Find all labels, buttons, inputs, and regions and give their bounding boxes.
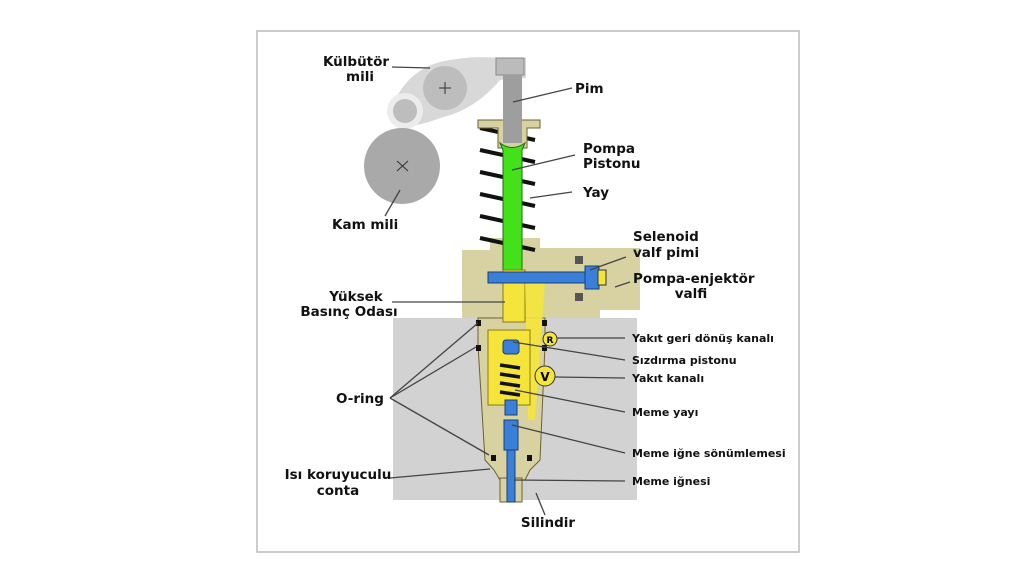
solenoid-valve	[487, 256, 607, 301]
label-pump-piston-2: Pistonu	[583, 156, 641, 172]
label-pump-injector-valve-1: Pompa-enjektör	[633, 271, 755, 287]
leak-piston	[502, 339, 520, 355]
pin	[503, 75, 522, 143]
label-spring: Yay	[582, 185, 609, 201]
label-needle-damper: Meme iğne sönümlemesi	[632, 447, 786, 460]
label-pump-piston-1: Pompa	[583, 141, 635, 157]
label-solenoid-2: valf pimi	[633, 245, 699, 261]
label-pin: Pim	[575, 81, 604, 97]
label-solenoid-1: Selenoid	[633, 229, 699, 245]
label-rocker-shaft-1: Külbütör	[323, 54, 389, 70]
nozzle-spring	[499, 363, 521, 397]
return-marker	[542, 331, 558, 347]
label-high-pressure-1: Yüksek	[328, 289, 384, 305]
camshaft	[364, 128, 440, 204]
return-marker-label: R	[547, 336, 554, 346]
label-heat-seal-2: conta	[317, 483, 359, 499]
pump-piston	[498, 141, 527, 271]
label-camshaft: Kam mili	[332, 217, 398, 233]
label-pump-injector-valve-2: valfi	[675, 286, 708, 302]
label-fuel-channel: Yakıt kanalı	[631, 372, 704, 385]
label-return-channel: Yakıt geri dönüş kanalı	[631, 332, 774, 345]
label-o-ring: O-ring	[336, 391, 384, 407]
nozzle-needle-damper	[503, 419, 519, 451]
label-nozzle-needle: Meme iğnesi	[632, 475, 710, 488]
label-cylinder: Silindir	[521, 515, 576, 531]
label-leak-piston: Sızdırma pistonu	[632, 354, 737, 367]
label-rocker-shaft-2: mili	[346, 69, 374, 85]
label-nozzle-spring: Meme yayı	[632, 406, 698, 419]
label-heat-seal-1: Isı koruyuculu	[285, 467, 392, 483]
o-rings	[476, 320, 547, 461]
pin-head	[495, 57, 525, 76]
fuel-marker-label: V	[540, 370, 550, 384]
leader-lines	[384, 66, 631, 516]
label-high-pressure-2: Basınç Odası	[300, 304, 397, 320]
fuel-marker	[534, 365, 556, 387]
rocker-arm	[387, 57, 526, 129]
nozzle-needle	[506, 449, 516, 503]
